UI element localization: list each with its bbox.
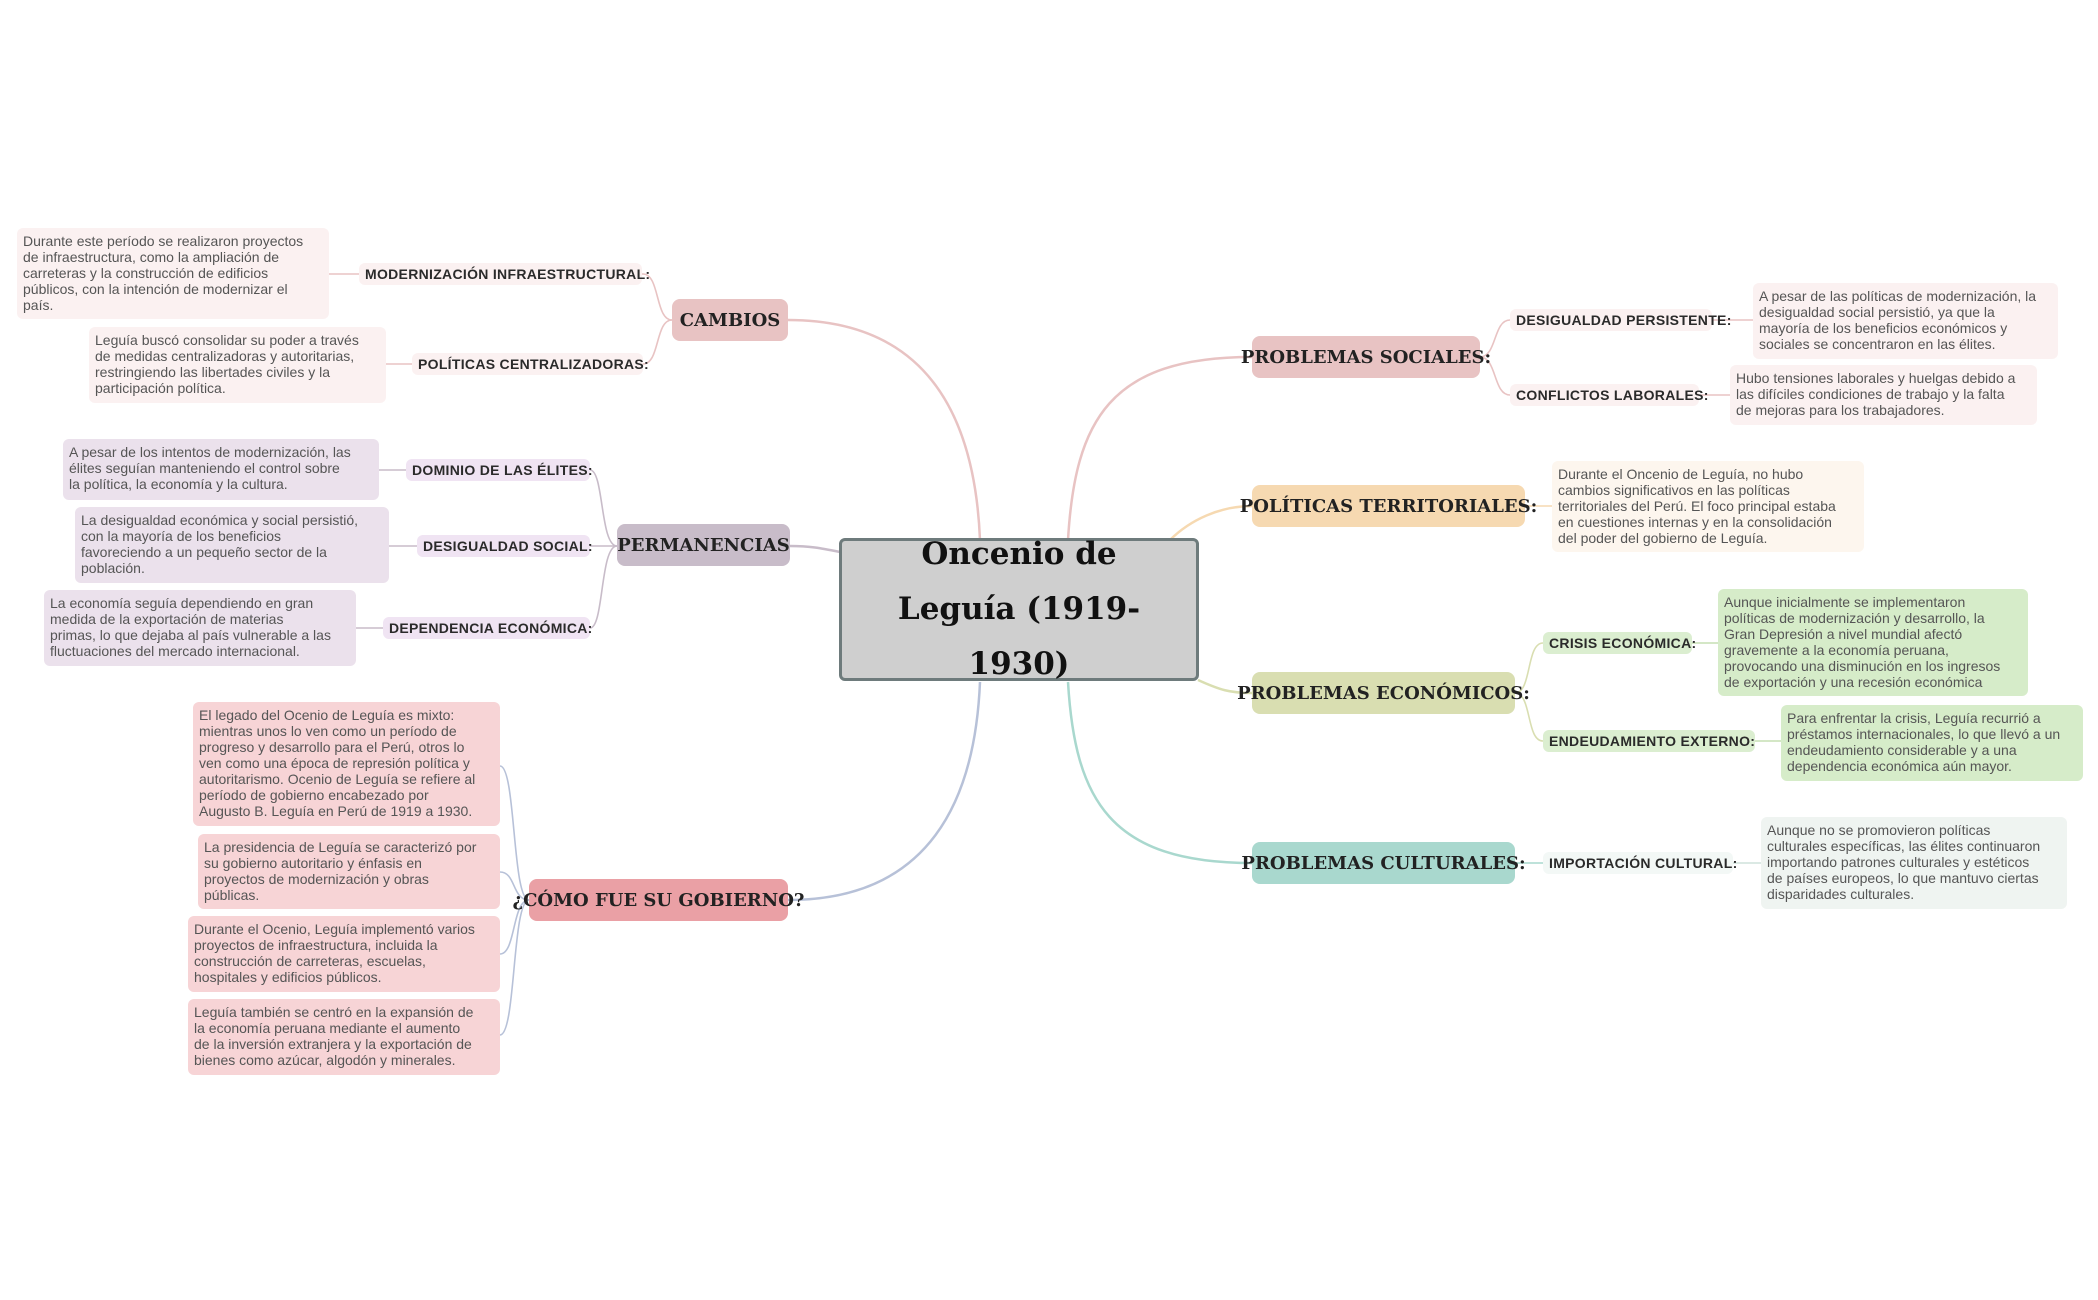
leaf-politicas-centralizadoras-text: Leguía buscó consolidar su poder a travé… — [89, 327, 386, 403]
subtopic-politicas-centralizadoras-label: POLÍTICAS CENTRALIZADORAS: — [418, 356, 650, 372]
leaf-dominio-elites-text: A pesar de los intentos de modernización… — [63, 439, 379, 500]
subtopic-politicas-centralizadoras[interactable]: POLÍTICAS CENTRALIZADORAS: — [412, 353, 649, 375]
branch-cambios[interactable]: CAMBIOS — [672, 299, 788, 341]
subtopic-importacion-cultural-label: IMPORTACIÓN CULTURAL: — [1549, 855, 1738, 871]
leaf-desigualdad-social-text: La desigualdad económica y social persis… — [75, 507, 389, 583]
subtopic-endeudamiento-externo[interactable]: ENDEUDAMIENTO EXTERNO: — [1543, 730, 1755, 752]
subtopic-endeudamiento-externo-label: ENDEUDAMIENTO EXTERNO: — [1549, 733, 1756, 749]
central-topic[interactable]: Oncenio de Leguía (1919-1930) — [839, 536, 1199, 682]
leaf-gobierno-infraestructura: Durante el Ocenio, Leguía implementó var… — [188, 916, 500, 992]
branch-como-fue-su-gobierno[interactable]: ¿CÓMO FUE SU GOBIERNO? — [513, 879, 804, 921]
leaf-importacion-cultural-text: Aunque no se promovieron políticas cultu… — [1761, 817, 2067, 909]
leaf-crisis-economica-text: Aunque inicialmente se implementaron pol… — [1718, 589, 2028, 696]
subtopic-dominio-elites-label: DOMINIO DE LAS ÉLITES: — [412, 462, 593, 478]
subtopic-crisis-economica-label: CRISIS ECONÓMICA: — [1549, 635, 1697, 651]
leaf-gobierno-legado: El legado del Ocenio de Leguía es mixto:… — [193, 702, 500, 826]
central-title-line2: Leguía (1919-1930) — [897, 591, 1141, 682]
branch-problemas-economicos[interactable]: PROBLEMAS ECONÓMICOS: — [1237, 672, 1530, 714]
subtopic-desigualdad-persistente-label: DESIGUALDAD PERSISTENTE: — [1516, 312, 1732, 328]
subtopic-dominio-elites[interactable]: DOMINIO DE LAS ÉLITES: — [406, 459, 593, 481]
subtopic-modernizacion[interactable]: MODERNIZACIÓN INFRAESTRUCTURAL: — [359, 263, 650, 285]
branch-politicas-territoriales[interactable]: POLÍTICAS TERRITORIALES: — [1240, 485, 1537, 527]
subtopic-desigualdad-social-label: DESIGUALDAD SOCIAL: — [423, 538, 593, 554]
leaf-endeudamiento-externo-text: Para enfrentar la crisis, Leguía recurri… — [1781, 705, 2083, 781]
leaf-conflictos-laborales-text: Hubo tensiones laborales y huelgas debid… — [1730, 365, 2037, 425]
branch-gobierno-label: ¿CÓMO FUE SU GOBIERNO? — [512, 889, 805, 911]
branch-permanencias-label: PERMANENCIAS — [617, 534, 790, 556]
branch-problemas-sociales-label: PROBLEMAS SOCIALES: — [1240, 346, 1492, 368]
branch-problemas-culturales-label: PROBLEMAS CULTURALES: — [1241, 852, 1526, 874]
branch-permanencias[interactable]: PERMANENCIAS — [617, 524, 790, 566]
branch-cambios-label: CAMBIOS — [679, 309, 781, 331]
branch-problemas-economicos-label: PROBLEMAS ECONÓMICOS: — [1237, 682, 1530, 704]
subtopic-dependencia-economica-label: DEPENDENCIA ECONÓMICA: — [389, 620, 593, 636]
subtopic-conflictos-laborales-label: CONFLICTOS LABORALES: — [1516, 387, 1709, 403]
subtopic-modernizacion-label: MODERNIZACIÓN INFRAESTRUCTURAL: — [365, 266, 651, 282]
leaf-gobierno-economia: Leguía también se centró en la expansión… — [188, 999, 500, 1075]
leaf-desigualdad-persistente-text: A pesar de las políticas de modernizació… — [1753, 283, 2058, 359]
subtopic-conflictos-laborales[interactable]: CONFLICTOS LABORALES: — [1510, 384, 1708, 406]
central-title-line1: Oncenio de — [921, 536, 1117, 572]
branch-problemas-sociales[interactable]: PROBLEMAS SOCIALES: — [1241, 336, 1491, 378]
branch-politicas-territoriales-label: POLÍTICAS TERRITORIALES: — [1239, 495, 1538, 517]
subtopic-dependencia-economica[interactable]: DEPENDENCIA ECONÓMICA: — [383, 617, 593, 639]
subtopic-crisis-economica[interactable]: CRISIS ECONÓMICA: — [1543, 632, 1696, 654]
leaf-gobierno-presidencia: La presidencia de Leguía se caracterizó … — [198, 834, 500, 909]
subtopic-importacion-cultural[interactable]: IMPORTACIÓN CULTURAL: — [1543, 852, 1737, 874]
branch-problemas-culturales[interactable]: PROBLEMAS CULTURALES: — [1241, 842, 1526, 884]
leaf-modernizacion-text: Durante este período se realizaron proye… — [17, 228, 329, 319]
leaf-politicas-territoriales-text: Durante el Oncenio de Leguía, no hubo ca… — [1552, 461, 1864, 552]
subtopic-desigualdad-social[interactable]: DESIGUALDAD SOCIAL: — [417, 535, 593, 557]
subtopic-desigualdad-persistente[interactable]: DESIGUALDAD PERSISTENTE: — [1510, 309, 1731, 331]
leaf-dependencia-economica-text: La economía seguía dependiendo en gran m… — [44, 590, 356, 666]
